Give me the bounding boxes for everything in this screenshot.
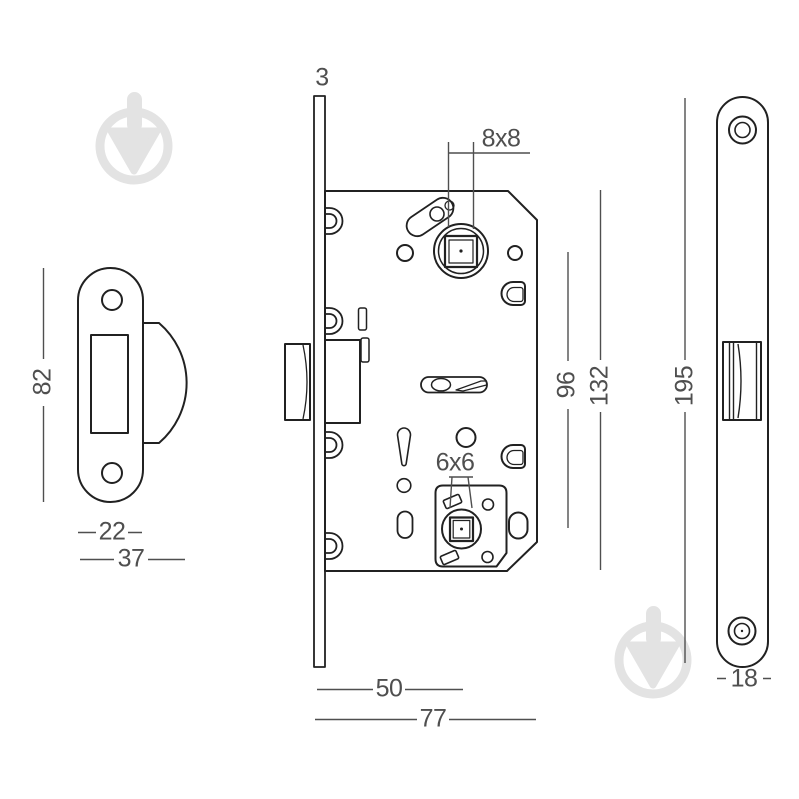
strike-latch-hole xyxy=(90,334,129,434)
front-faceplate-strip xyxy=(313,95,326,668)
dim-label-spindle-square: 8x8 xyxy=(481,124,521,153)
lock-body-view xyxy=(284,95,538,668)
dim-line-8x8 xyxy=(447,142,530,229)
latch-opening xyxy=(722,341,762,421)
dim-label-faceplate-thickness: 3 xyxy=(315,63,329,92)
rivet-hole xyxy=(507,245,523,261)
spindle-hole-8x8 xyxy=(433,223,489,279)
dim-label-strike-width: 22 xyxy=(98,517,126,546)
screw-hole xyxy=(101,462,123,484)
rivet-hole xyxy=(396,244,414,262)
spring-slot xyxy=(405,196,455,238)
latch-bolt-head xyxy=(284,343,311,421)
dim-label-body-height: 132 xyxy=(585,365,614,407)
oval-slot xyxy=(396,510,414,539)
oval-slot xyxy=(508,511,529,540)
guide-slot xyxy=(360,337,370,363)
guide-slot xyxy=(357,307,368,331)
lever-slot xyxy=(420,376,488,394)
dim-label-strike-height: 82 xyxy=(28,368,57,396)
dim-label-wc-square: 6x6 xyxy=(435,448,475,477)
teardrop-slot xyxy=(396,427,412,467)
brand-watermark-icon xyxy=(614,606,692,699)
dim-label-faceplate-width: 18 xyxy=(730,664,758,693)
dim-label-body-depth: 77 xyxy=(419,704,447,733)
lock-case-outline xyxy=(324,190,538,572)
strike-plate-outline xyxy=(77,267,144,503)
side-faceplate-outline xyxy=(716,96,769,668)
rivet-hole xyxy=(455,427,477,448)
d-hole xyxy=(500,281,526,306)
edge-clips xyxy=(325,207,344,560)
d-hole xyxy=(500,444,526,469)
dim-line-6x6 xyxy=(449,476,473,509)
side-faceplate-view xyxy=(716,96,769,668)
dim-label-faceplate-height: 195 xyxy=(670,365,699,407)
dim-label-strike-total-width: 37 xyxy=(117,544,145,573)
screw-hole xyxy=(728,115,757,145)
latch-bolt-bevel xyxy=(302,344,308,420)
latch-bolt-body xyxy=(324,339,361,424)
brand-watermark-icon xyxy=(95,92,173,185)
strike-dust-box xyxy=(143,322,188,444)
dim-label-backset: 50 xyxy=(375,674,403,703)
dimension-lines xyxy=(42,98,771,721)
rivet-hole xyxy=(396,477,412,494)
screw-hole xyxy=(101,289,123,311)
dim-label-handle-to-wc: 96 xyxy=(552,371,581,399)
strike-plate-view xyxy=(77,267,188,503)
screw-hole xyxy=(727,616,757,646)
